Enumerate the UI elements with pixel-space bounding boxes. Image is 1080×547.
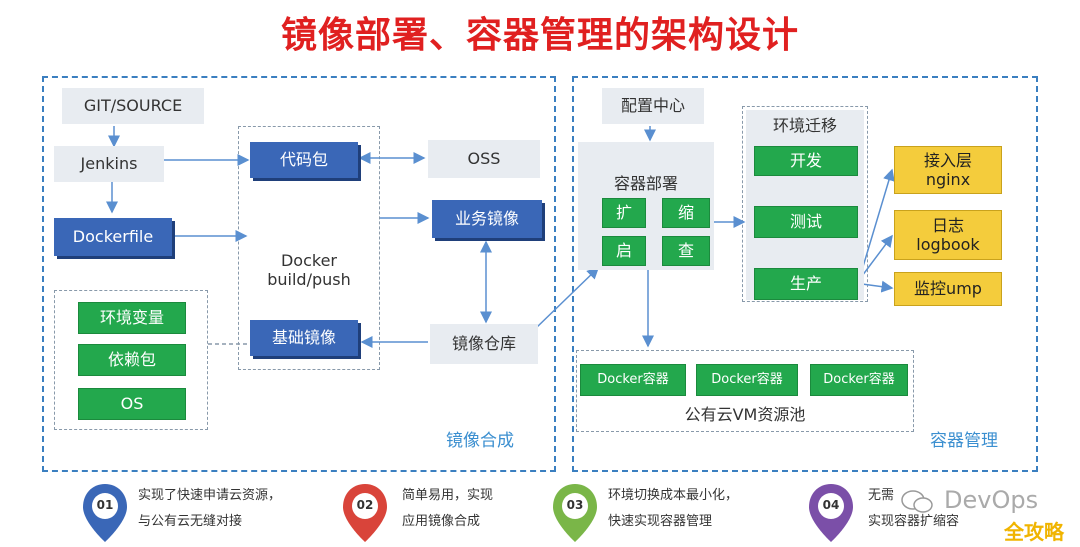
base-layers-region: [54, 290, 208, 430]
image-synthesis-panel: [42, 76, 556, 472]
env-migration-region: [742, 106, 868, 302]
docker-container-1: Docker容器: [580, 364, 686, 396]
vm-pool-region: [576, 350, 914, 432]
stage-test-box: 测试: [754, 206, 858, 238]
legend-line1: 实现了快速申请云资源，: [138, 488, 282, 503]
log-logbook-box: 日志 logbook: [894, 210, 1002, 260]
watermark-text: DevOps: [944, 486, 1039, 514]
env-migration-title: 环境迁移: [772, 116, 837, 136]
query-box: 查: [662, 236, 710, 266]
docker-build-region: [238, 126, 380, 370]
dependency-package-box: 依赖包: [78, 344, 186, 376]
diagram-title: 镜像部署、容器管理的架构设计: [280, 15, 799, 56]
env-variables-box: 环境变量: [78, 302, 186, 334]
legend-line2: 应用镜像合成: [402, 514, 481, 529]
os-box: OS: [78, 388, 186, 420]
stage-prod-box: 生产: [754, 268, 858, 300]
image-registry-box: 镜像仓库: [430, 324, 538, 364]
legend-line2: 与公有云无缝对接: [138, 514, 243, 529]
docker-container-3: Docker容器: [810, 364, 908, 396]
image-synthesis-label: 镜像合成: [446, 431, 514, 451]
stage-dev-box: 开发: [754, 146, 858, 176]
jenkins-box: Jenkins: [54, 146, 164, 182]
monitor-ump-box: 监控ump: [894, 272, 1002, 306]
dockerfile-box: Dockerfile: [54, 218, 172, 256]
legend-line1: 无需: [868, 488, 895, 503]
base-image-box: 基础镜像: [250, 320, 358, 356]
legend-line1: 环境切换成本最小化，: [608, 488, 739, 503]
watermark: DevOps 全攻略: [900, 486, 1070, 544]
docker-build-label: Docker build/push: [267, 250, 351, 289]
container-management-panel: [572, 76, 1038, 472]
oss-box: OSS: [428, 140, 540, 178]
code-package-box: 代码包: [250, 142, 358, 178]
map-pin-icon: [809, 484, 853, 542]
container-management-label: 容器管理: [930, 431, 998, 451]
container-deploy-title: 容器部署: [613, 174, 678, 194]
watermark-brand: 全攻略: [1004, 520, 1064, 544]
legend-line2: 快速实现容器管理: [608, 514, 713, 529]
config-center-box: 配置中心: [602, 88, 704, 124]
legend-item-01: 01 实现了快速申请云资源， 与公有云无缝对接: [80, 482, 310, 542]
legend-item-03: 03 环境切换成本最小化， 快速实现容器管理: [550, 482, 790, 542]
legend-number: 02: [356, 498, 374, 512]
map-pin-icon: [83, 484, 127, 542]
legend-item-04: 04 无需 实现容器扩缩容: [806, 482, 1006, 542]
scale-out-box: 扩: [602, 198, 646, 228]
legend-number: 04: [822, 498, 840, 512]
scale-in-box: 缩: [662, 198, 710, 228]
map-pin-icon: [553, 484, 597, 542]
vm-pool-label: 公有云VM资源池: [684, 405, 806, 425]
wechat-icon: [901, 490, 933, 513]
access-layer-nginx-box: 接入层 nginx: [894, 146, 1002, 194]
start-box: 启: [602, 236, 646, 266]
legend-line1: 简单易用，实现: [402, 488, 494, 503]
business-image-box: 业务镜像: [432, 200, 542, 238]
legend-number: 03: [566, 498, 584, 512]
map-pin-icon: [343, 484, 387, 542]
docker-container-2: Docker容器: [696, 364, 798, 396]
git-source-box: GIT/SOURCE: [62, 88, 204, 124]
legend-item-02: 02 简单易用，实现 应用镜像合成: [340, 482, 540, 542]
legend-number: 01: [96, 498, 114, 512]
legend-line2: 实现容器扩缩容: [868, 514, 960, 529]
